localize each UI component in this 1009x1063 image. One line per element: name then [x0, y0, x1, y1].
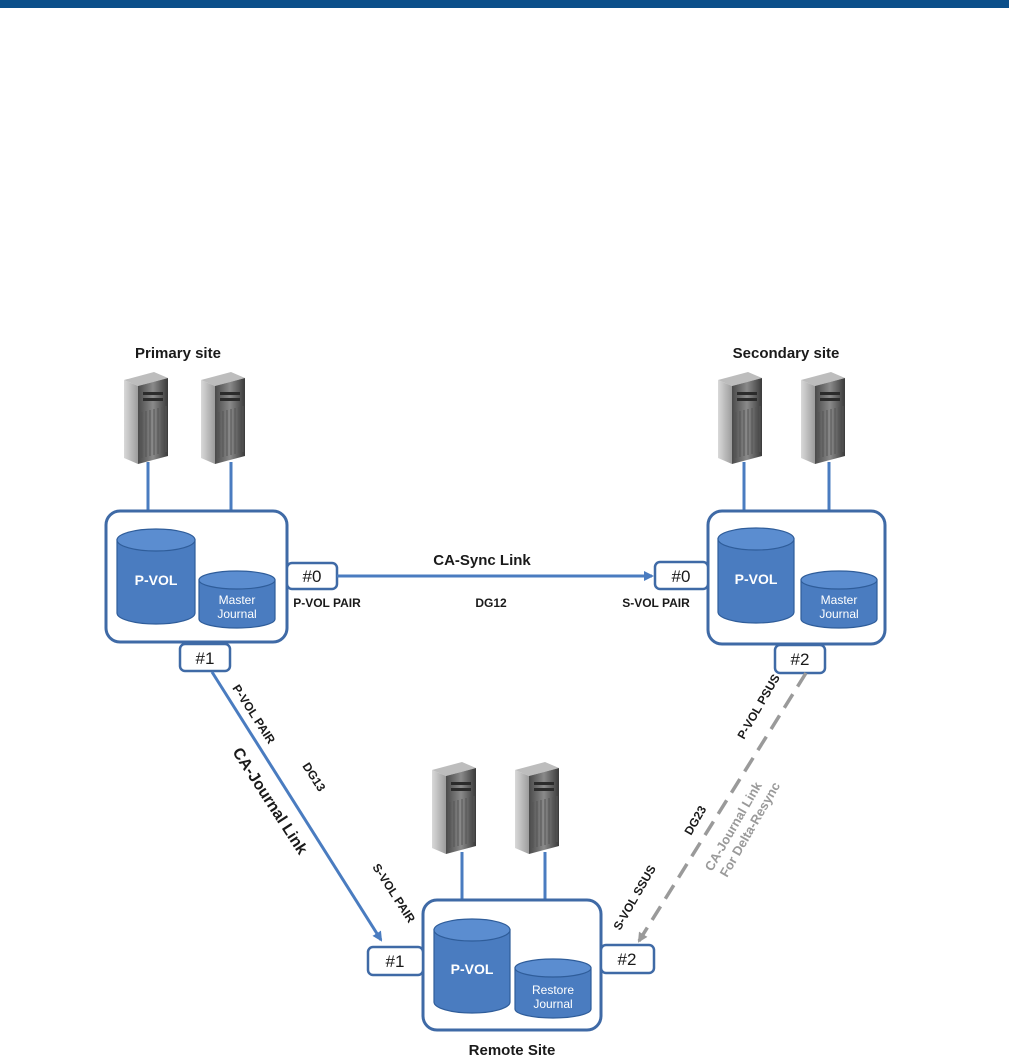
remote-port-1-label: #1 [386, 952, 405, 971]
database-cylinder-icon [514, 958, 592, 1019]
delta-resync-link: P-VOL PSUS DG23 CA-Journal Link For Delt… [610, 672, 808, 943]
remote-site-title: Remote Site [469, 1042, 556, 1059]
server-tower-icon [514, 761, 560, 855]
server-tower-icon [123, 371, 169, 465]
server-tower-icon [200, 371, 246, 465]
secondary-journal-label-2: Journal [819, 607, 858, 621]
remote-site: P-VOL Restore Journal #1 #2 Remote Site [366, 761, 656, 1059]
remote-port-2-label: #2 [618, 950, 637, 969]
secondary-site-title: Secondary site [733, 345, 840, 362]
remote-journal-label-2: Journal [533, 997, 572, 1011]
primary-journal-label-1: Master [219, 593, 256, 607]
database-cylinder-icon [433, 918, 511, 1014]
server-tower-icon [717, 371, 763, 465]
database-cylinder-icon [800, 570, 878, 629]
secondary-port-2-label: #2 [791, 650, 810, 669]
database-cylinder-icon [116, 528, 196, 625]
primary-journal-label-2: Journal [217, 607, 256, 621]
remote-port-1 [366, 945, 425, 977]
primary-port-1-label: #1 [196, 649, 215, 668]
journal-link-arrow [210, 671, 383, 942]
sync-link-title: CA-Sync Link [433, 552, 531, 569]
delta-link-arrow [637, 672, 808, 943]
journal-link: P-VOL PAIR CA-Journal Link DG13 S-VOL PA… [210, 671, 418, 942]
secondary-port-0-label: #0 [672, 567, 691, 586]
primary-volume-label: P-VOL [135, 572, 178, 588]
server-tower-icon [431, 761, 477, 855]
server-tower-icon [800, 371, 846, 465]
database-cylinder-icon [198, 570, 276, 629]
journal-link-group: DG13 [299, 760, 328, 794]
secondary-volume-label: P-VOL [735, 571, 778, 587]
sync-link: CA-Sync Link DG12 P-VOL PAIR S-VOL PAIR [293, 552, 690, 610]
sync-link-left-status: P-VOL PAIR [293, 596, 361, 610]
primary-port-1 [178, 642, 232, 673]
primary-site-title: Primary site [135, 345, 221, 362]
remote-journal-label-1: Restore [532, 983, 574, 997]
sync-link-group: DG12 [475, 596, 507, 610]
header-bar [0, 0, 1009, 8]
secondary-port-0 [653, 560, 710, 591]
journal-link-bottom-status: S-VOL PAIR [369, 861, 418, 926]
primary-site: Primary site P-VOL Master Journal #0 #1 [104, 345, 339, 673]
remote-port-2 [599, 943, 656, 975]
secondary-site: Secondary site P-VOL Master Journal #0 #… [653, 345, 887, 675]
secondary-journal-label-1: Master [821, 593, 858, 607]
delta-link-bottom-status: S-VOL SSUS [610, 863, 658, 933]
remote-volume-label: P-VOL [451, 961, 494, 977]
sync-link-right-status: S-VOL PAIR [622, 596, 690, 610]
primary-port-0-label: #0 [303, 567, 322, 586]
database-cylinder-icon [717, 527, 795, 624]
secondary-port-2 [773, 643, 827, 675]
delta-link-top-status: P-VOL PSUS [734, 672, 782, 742]
